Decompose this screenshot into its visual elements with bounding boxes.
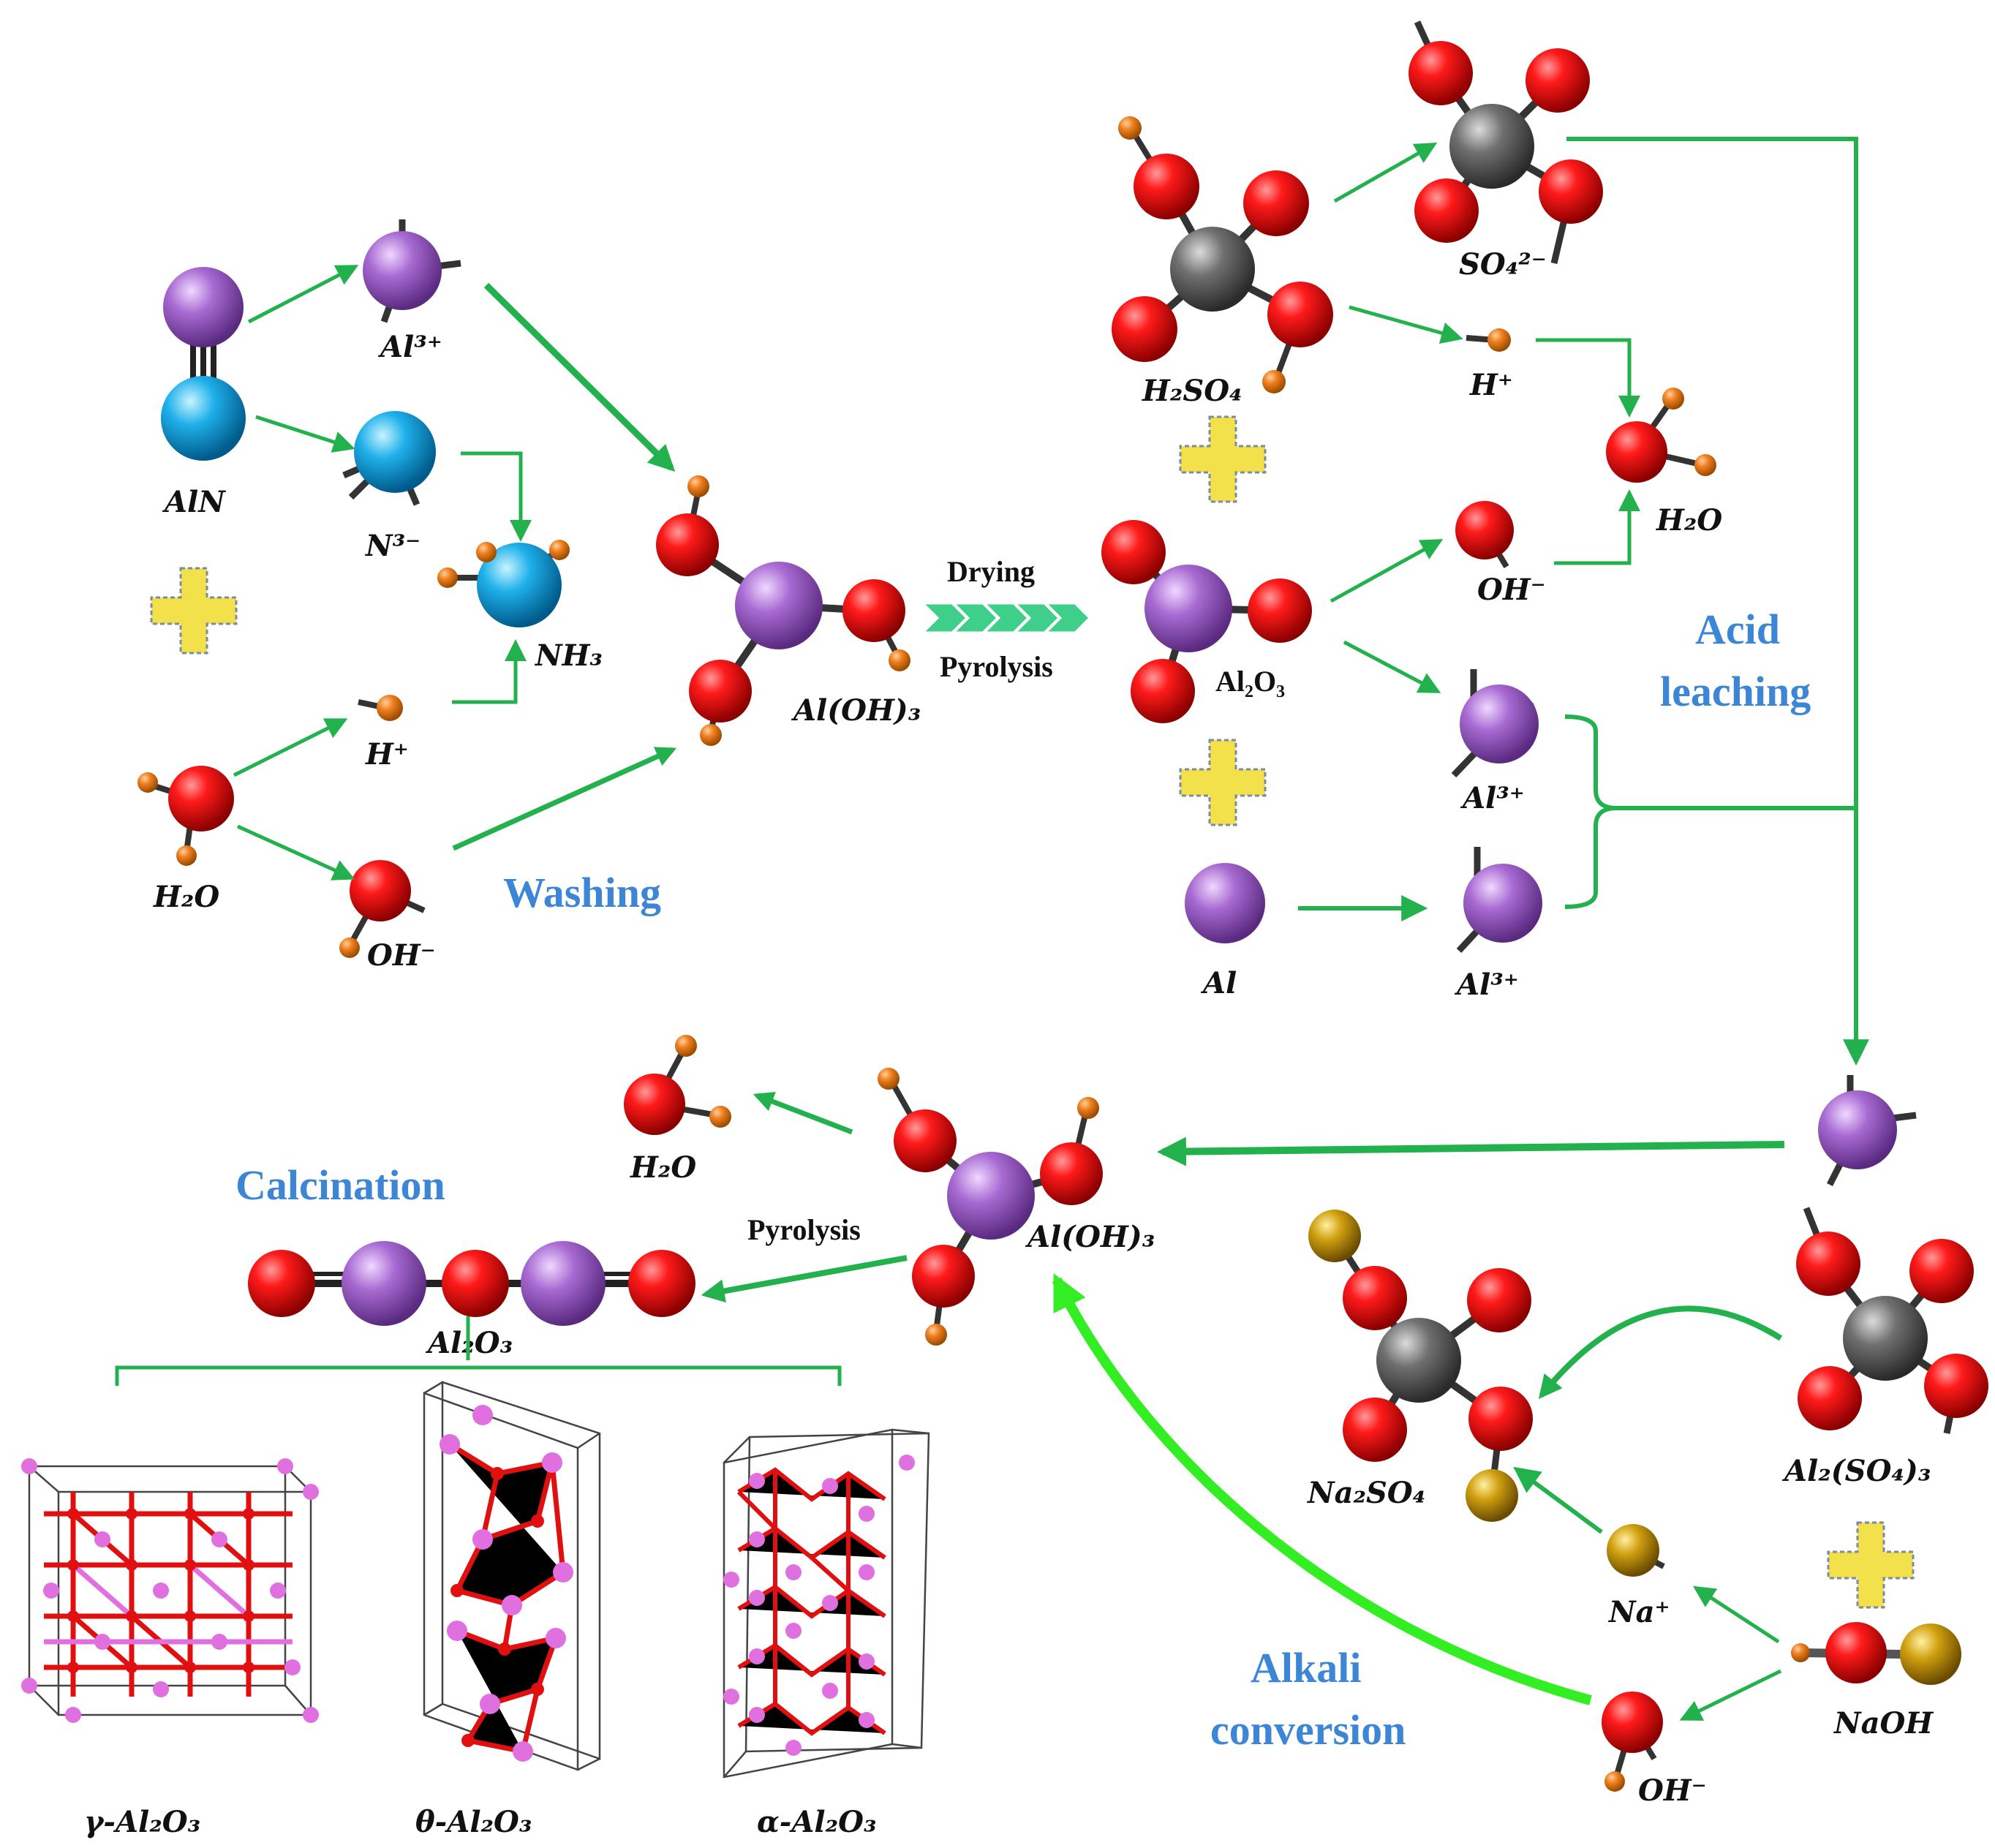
naoh-molecule — [1791, 1622, 1961, 1685]
so4-ion — [1408, 20, 1603, 265]
label-h2so4: H₂SO₄ — [1142, 374, 1242, 408]
label-h2o-a: H₂O — [153, 880, 219, 914]
label-na2so4: Na₂SO₄ — [1306, 1476, 1425, 1510]
h2so4-molecule — [1112, 116, 1333, 393]
label-oh-b: OH⁻ — [1477, 573, 1546, 607]
nh3-molecule — [437, 540, 570, 627]
step-alkali-line1: Alkali — [1251, 1644, 1362, 1692]
step-pyrolysis-a: Pyrolysis — [940, 650, 1053, 683]
step-calcination: Calcination — [235, 1161, 445, 1209]
label-aloh3-b: Al(OH)₃ — [1025, 1220, 1155, 1254]
label-al2o3-a: Al₂O₃ — [1215, 665, 1285, 698]
al3-ion-b — [1451, 669, 1539, 778]
label-al: Al — [1200, 966, 1237, 1000]
label-n3: N³⁻ — [364, 529, 421, 563]
label-oh-a: OH⁻ — [367, 938, 436, 973]
h-ion-a — [358, 695, 403, 721]
step-washing: Washing — [503, 869, 661, 916]
crystal-alpha — [723, 1428, 930, 1779]
label-naoh: NaOH — [1833, 1706, 1934, 1740]
arrows-acid-leaching — [1298, 137, 1869, 1066]
plus-sign-a — [150, 567, 238, 655]
oh-ion-c — [1602, 1692, 1663, 1792]
label-gamma: γ-Al₂O₃ — [84, 1805, 200, 1839]
al3-ion-c — [1456, 847, 1542, 954]
label-so4: SO₄²⁻ — [1459, 247, 1547, 282]
step-pyrolysis-b: Pyrolysis — [747, 1213, 861, 1246]
label-na: Na⁺ — [1607, 1595, 1670, 1629]
label-h-b: H⁺ — [1469, 368, 1513, 402]
al3-ion-d — [1818, 1075, 1917, 1187]
label-h2o-b: H₂O — [1656, 503, 1722, 538]
step-alkali-line2: conversion — [1210, 1706, 1406, 1754]
crystal-gamma — [21, 1458, 319, 1723]
oh-ion-a — [339, 860, 426, 958]
oh-ion-b — [1455, 501, 1514, 569]
n3-ion — [342, 411, 436, 506]
aloh3-molecule-b — [878, 1068, 1103, 1346]
crystal-theta — [423, 1381, 601, 1771]
aln-molecule — [161, 267, 246, 461]
al2o3-molecule-b — [248, 1241, 695, 1326]
al3-ion-a — [363, 219, 461, 323]
step-acid-line2: leaching — [1660, 668, 1811, 715]
plus-sign-d — [1827, 1521, 1915, 1609]
label-nh3: NH₃ — [534, 638, 603, 673]
na-ion — [1607, 1524, 1665, 1577]
label-aln: AlN — [162, 485, 226, 519]
label-aloh3-a: Al(OH)₃ — [791, 693, 921, 728]
step-drying: Drying — [947, 555, 1035, 588]
arrows-hydrolysis — [233, 265, 677, 880]
label-al3-a: Al³⁺ — [377, 330, 442, 364]
label-h-a: H⁺ — [365, 737, 409, 772]
na2so4-molecule — [1308, 1210, 1533, 1522]
h2o-molecule-a — [137, 766, 234, 866]
label-h2o-c: H₂O — [630, 1150, 696, 1185]
label-oh-c: OH⁻ — [1638, 1773, 1707, 1808]
h2o-molecule-b — [1606, 388, 1716, 483]
label-al2so43: Al₂(SO₄)₃ — [1781, 1454, 1931, 1488]
arrows-alkali-calcination — [115, 1091, 1785, 1721]
al-atom — [1185, 863, 1265, 943]
plus-sign-c — [1179, 739, 1267, 826]
step-acid-line1: Acid — [1695, 606, 1780, 653]
al2so43-molecule — [1796, 1207, 1988, 1434]
drying-chevron-arrow — [920, 602, 1092, 634]
label-alpha: α-Al₂O₃ — [757, 1805, 877, 1839]
label-theta: θ-Al₂O₃ — [415, 1805, 532, 1839]
plus-sign-b — [1179, 415, 1267, 503]
al2o3-molecule-a — [1101, 520, 1312, 723]
aloh3-molecule-a — [656, 475, 910, 746]
label-al3-b: Al³⁺ — [1460, 781, 1525, 815]
h2o-molecule-c — [624, 1035, 731, 1135]
h-ion-b — [1466, 328, 1511, 352]
label-al3-c: Al³⁺ — [1454, 968, 1519, 1002]
